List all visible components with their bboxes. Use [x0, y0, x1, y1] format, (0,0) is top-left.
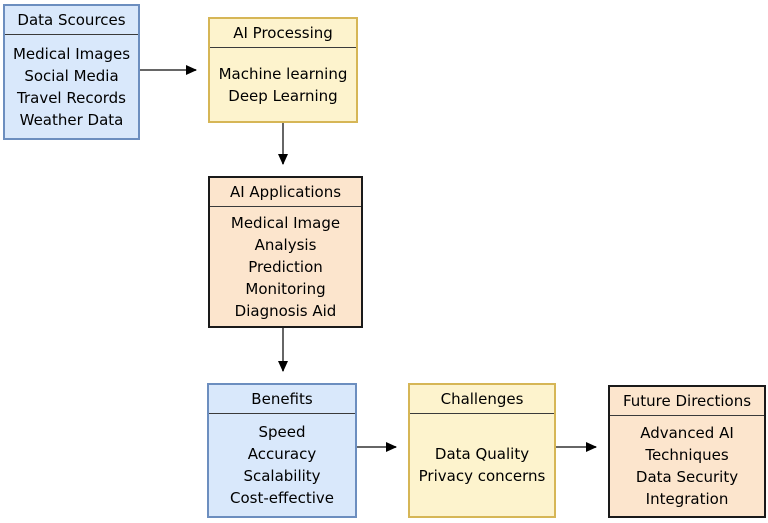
node-ai-processing-title: AI Processing [210, 19, 356, 48]
node-item: Deep Learning [228, 86, 338, 105]
node-item: Cost-effective [230, 489, 334, 507]
node-challenges-title: Challenges [410, 385, 554, 414]
node-data-sources-title: Data Scources [5, 6, 138, 35]
node-ai-applications-title: AI Applications [210, 178, 361, 207]
node-data-sources-body: Medical Images Social Media Travel Recor… [5, 35, 138, 138]
node-ai-applications: AI Applications Medical Image Analysis P… [208, 176, 363, 328]
node-item: Data Quality [434, 445, 530, 463]
node-item: Medical Images [12, 44, 131, 63]
node-item: Monitoring [245, 279, 326, 298]
node-benefits-title: Benefits [209, 385, 355, 414]
node-item: Weather Data [19, 110, 124, 129]
node-future-directions-title: Future Directions [610, 387, 764, 416]
node-data-sources: Data Scources Medical Images Social Medi… [3, 4, 140, 140]
node-benefits: Benefits Speed Accuracy Scalability Cost… [207, 383, 357, 518]
node-ai-applications-body: Medical Image Analysis Prediction Monito… [210, 207, 361, 326]
node-item: Diagnosis Aid [234, 301, 337, 320]
node-item: Medical Image Analysis [230, 213, 341, 254]
node-item: Accuracy [247, 445, 317, 463]
node-item: Scalability [243, 467, 321, 485]
node-ai-processing: AI Processing Machine learning Deep Lear… [208, 17, 358, 123]
node-item: Integration [645, 490, 729, 508]
node-item: Speed [258, 423, 306, 441]
node-item: Data Security [635, 468, 739, 486]
node-item: Prediction [248, 257, 323, 276]
node-item: Travel Records [17, 88, 126, 107]
node-ai-processing-body: Machine learning Deep Learning [210, 48, 356, 121]
node-future-directions-body: Advanced AI Techniques Data Security Int… [610, 416, 764, 516]
node-challenges-body: Data Quality Privacy concerns [410, 414, 554, 516]
node-future-directions: Future Directions Advanced AI Techniques… [608, 385, 766, 518]
node-item: Advanced AI Techniques [640, 424, 734, 464]
node-item: Machine learning [218, 64, 348, 83]
node-item: Social Media [24, 66, 119, 85]
node-challenges: Challenges Data Quality Privacy concerns [408, 383, 556, 518]
node-item: Privacy concerns [418, 467, 546, 485]
node-benefits-body: Speed Accuracy Scalability Cost-effectiv… [209, 414, 355, 516]
